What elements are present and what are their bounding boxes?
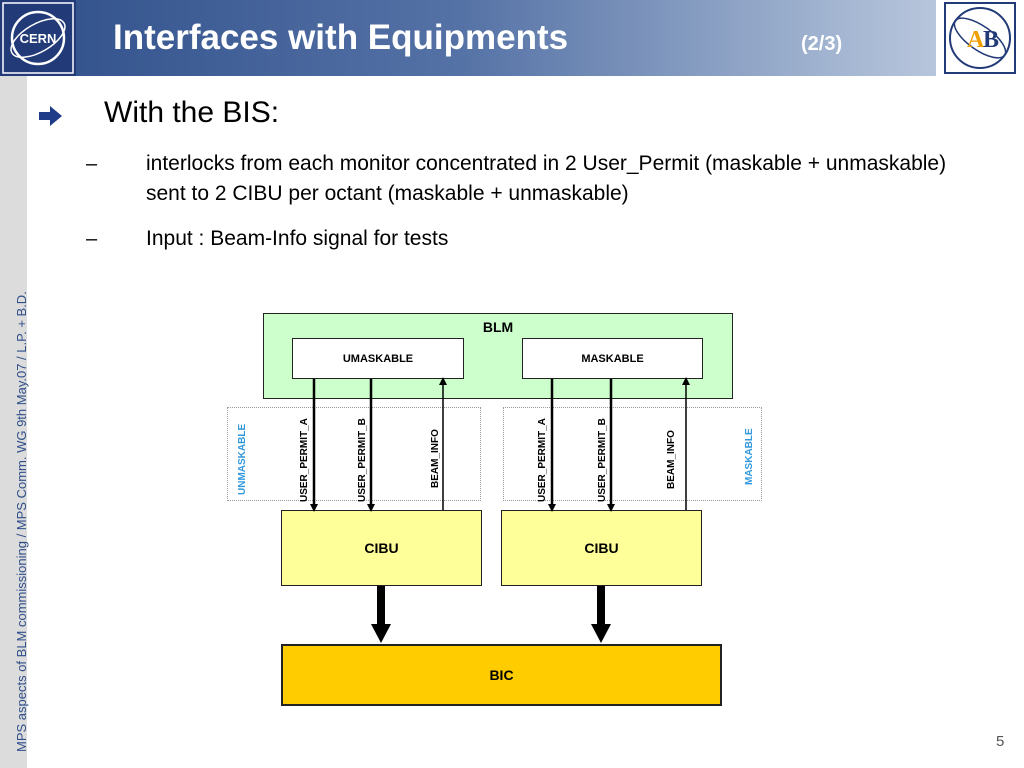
dash-marker: –	[86, 153, 98, 175]
svg-text:A: A	[967, 27, 985, 53]
sub-item-1: interlocks from each monitor concentrate…	[146, 152, 947, 205]
footer-vertical-text: MPS aspects of BLM commissioning / MPS C…	[14, 291, 29, 752]
cibu-right-to-bic-shaft	[597, 586, 605, 626]
signal-label-beam-info: BEAM_INFO	[666, 430, 677, 489]
umaskable-box: UMASKABLE	[292, 338, 464, 379]
dash-marker: –	[86, 228, 98, 250]
slide-header: CERN Interfaces with Equipments (2/3) A …	[0, 0, 1024, 76]
signal-label-user-permit-b: USER_PERMIT_B	[357, 418, 368, 502]
slide-part-indicator: (2/3)	[801, 33, 843, 55]
unmaskable-zone-label: UNMASKABLE	[237, 423, 248, 495]
cibu-right-to-bic-head	[591, 624, 611, 643]
cibu-box-right: CIBU	[501, 510, 702, 586]
cibu-left-to-bic-shaft	[377, 586, 385, 626]
signal-label-user-permit-a: USER_PERMIT_A	[299, 418, 310, 502]
svg-text:B: B	[983, 27, 999, 53]
slide-title: Interfaces with Equipments	[113, 18, 569, 57]
unmaskable-signal-zone	[227, 407, 481, 501]
cibu-box-left: CIBU	[281, 510, 482, 586]
maskable-signal-zone	[503, 407, 762, 501]
signal-label-beam-info: BEAM_INFO	[430, 429, 441, 488]
svg-text:CERN: CERN	[20, 31, 57, 46]
blm-label: BLM	[482, 319, 514, 335]
sub-item-2: Input : Beam-Info signal for tests	[146, 227, 449, 250]
side-strip	[0, 76, 27, 768]
arrow-right-icon	[39, 106, 62, 126]
cern-logo: CERN	[0, 0, 76, 76]
maskable-box: MASKABLE	[522, 338, 703, 379]
page-number: 5	[996, 733, 1005, 750]
signal-label-user-permit-b: USER_PERMIT_B	[597, 418, 608, 502]
ab-department-logo: A B	[936, 0, 1024, 76]
cern-logo-graphic: CERN	[2, 2, 74, 74]
cibu-left-to-bic-head	[371, 624, 391, 643]
bullet-heading: With the BIS:	[104, 96, 280, 129]
bic-box: BIC	[281, 644, 722, 706]
maskable-zone-label: MASKABLE	[744, 428, 755, 485]
ab-logo-graphic: A B	[944, 2, 1016, 74]
signal-label-user-permit-a: USER_PERMIT_A	[537, 418, 548, 502]
